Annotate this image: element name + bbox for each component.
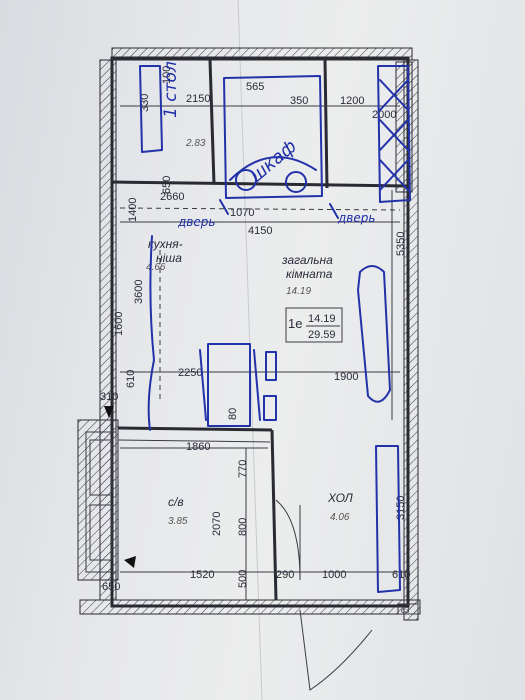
dim-1600: 1600 xyxy=(113,312,125,336)
dim-3150: 3150 xyxy=(395,496,407,520)
dim-1400: 1400 xyxy=(127,198,139,222)
hall-name: ХОЛ xyxy=(327,491,354,505)
apartment-code: 1е xyxy=(288,316,302,331)
dim-4150: 4150 xyxy=(248,225,272,237)
dim-500: 500 xyxy=(237,570,249,588)
dim-1070: 1070 xyxy=(230,207,254,219)
dim-1900: 1900 xyxy=(334,371,358,383)
dim-565: 565 xyxy=(246,81,264,93)
handwritten-wardrobe: шкаф xyxy=(246,136,301,187)
apartment-living-area: 14.19 xyxy=(308,313,336,325)
dim-310: 310 xyxy=(100,391,118,403)
dim-100: 100 xyxy=(161,66,173,84)
kitchen-name-1: кухня- xyxy=(148,237,183,251)
living-name-2: кімната xyxy=(286,267,333,281)
dim-770: 770 xyxy=(237,460,249,478)
bathroom-name: с/в xyxy=(168,495,184,509)
dim-2660: 2660 xyxy=(160,191,184,203)
bathroom-area: 3.85 xyxy=(168,516,188,527)
stamp-text: c3 xyxy=(401,606,410,615)
storage-area: 2.83 xyxy=(185,138,206,149)
dim-610-left: 610 xyxy=(125,370,137,388)
apartment-label: 1е 14.19 29.59 xyxy=(285,307,343,343)
dim-80: 80 xyxy=(227,408,239,420)
kitchen-name-2: ніша xyxy=(156,251,182,265)
dim-350: 350 xyxy=(290,95,308,107)
dim-2000: 2000 xyxy=(372,109,396,121)
hall-area: 4.06 xyxy=(330,512,350,523)
dim-610-bottom: 610 xyxy=(392,569,410,581)
dim-5350: 5350 xyxy=(395,232,407,256)
dim-2150: 2150 xyxy=(186,93,210,105)
dim-330: 330 xyxy=(139,94,151,112)
dim-800: 800 xyxy=(237,518,249,536)
living-area: 14.19 xyxy=(286,286,311,297)
pen-sketch xyxy=(139,65,411,593)
marker-triangle-bottom xyxy=(124,556,136,568)
dim-3600: 3600 xyxy=(133,280,145,304)
stamp-box xyxy=(397,603,419,615)
dim-1520: 1520 xyxy=(190,569,214,581)
kitchen-area: 4.66 xyxy=(146,262,166,273)
dim-1200: 1200 xyxy=(340,95,364,107)
dim-290: 290 xyxy=(276,569,294,581)
dimension-lines xyxy=(120,105,410,600)
apartment-total-area: 29.59 xyxy=(308,329,336,341)
dim-1000: 1000 xyxy=(322,569,346,581)
handwritten-table: 1 стол xyxy=(161,61,181,118)
dim-650-bottom: 650 xyxy=(102,581,120,593)
dim-1860: 1860 xyxy=(186,441,210,453)
handwritten-door-right: дверь xyxy=(337,211,375,225)
dim-2250: 2250 xyxy=(178,367,202,379)
dim-2070: 2070 xyxy=(211,512,223,536)
dim-650-top: 650 xyxy=(161,176,173,194)
living-name-1: загальна xyxy=(281,253,333,267)
handwritten-door-left: дверь xyxy=(177,215,215,229)
marker-triangle-top xyxy=(104,406,114,418)
